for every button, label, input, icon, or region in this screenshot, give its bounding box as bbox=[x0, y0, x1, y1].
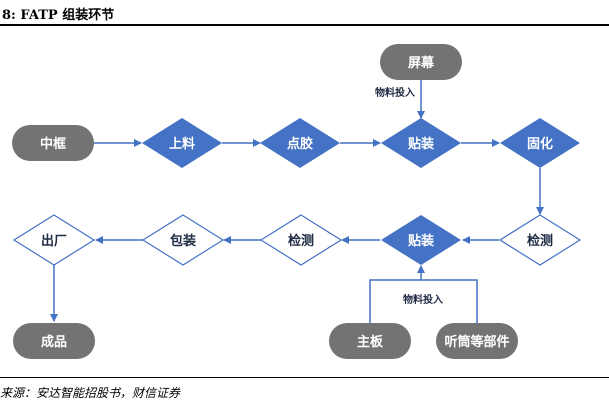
node-finished: 成品 bbox=[13, 323, 95, 359]
node-dispensing: 点胶 bbox=[260, 118, 340, 168]
top-rule bbox=[0, 24, 609, 26]
bottom-rule bbox=[0, 377, 609, 378]
node-shipping: 出厂 bbox=[12, 214, 96, 266]
node-inspect-right: 检测 bbox=[498, 214, 582, 266]
caption-title: 8: FATP 组装环节 bbox=[2, 8, 115, 23]
edge-parts-to-mount bbox=[369, 279, 478, 323]
node-screen: 屏幕 bbox=[380, 44, 462, 80]
svg-text:上料: 上料 bbox=[169, 136, 195, 152]
figure-caption: 8: FATP 组装环节 bbox=[0, 0, 609, 24]
svg-text:贴装: 贴装 bbox=[408, 233, 434, 249]
svg-text:听筒等部件: 听筒等部件 bbox=[444, 334, 509, 350]
svg-text:检测: 检测 bbox=[288, 233, 314, 249]
node-mid-frame: 中框 bbox=[12, 125, 94, 161]
node-mainboard: 主板 bbox=[329, 323, 411, 359]
svg-text:包装: 包装 bbox=[170, 233, 196, 249]
node-curing: 固化 bbox=[500, 118, 580, 168]
svg-text:检测: 检测 bbox=[527, 233, 553, 249]
figure-source: 来源：安达智能招股书，财信证券 bbox=[0, 386, 181, 400]
edge-label-material-input-bottom: 物料投入 bbox=[403, 293, 443, 306]
node-packing: 包装 bbox=[141, 214, 225, 266]
svg-text:主板: 主板 bbox=[357, 334, 384, 350]
svg-text:固化: 固化 bbox=[527, 136, 553, 152]
node-inspect-mid: 检测 bbox=[259, 214, 343, 266]
svg-text:中框: 中框 bbox=[40, 136, 66, 152]
edges bbox=[50, 80, 544, 323]
svg-text:屏幕: 屏幕 bbox=[408, 55, 435, 71]
node-mount-top: 贴装 bbox=[381, 118, 461, 168]
svg-text:成品: 成品 bbox=[41, 334, 67, 350]
edge-label-material-input-top: 物料投入 bbox=[375, 86, 415, 99]
node-mount-mid: 贴装 bbox=[381, 215, 461, 265]
node-loading: 上料 bbox=[142, 118, 222, 168]
svg-text:出厂: 出厂 bbox=[41, 233, 67, 249]
node-receiver-parts: 听筒等部件 bbox=[436, 323, 518, 359]
svg-text:贴装: 贴装 bbox=[408, 136, 434, 152]
svg-text:点胶: 点胶 bbox=[287, 136, 313, 152]
